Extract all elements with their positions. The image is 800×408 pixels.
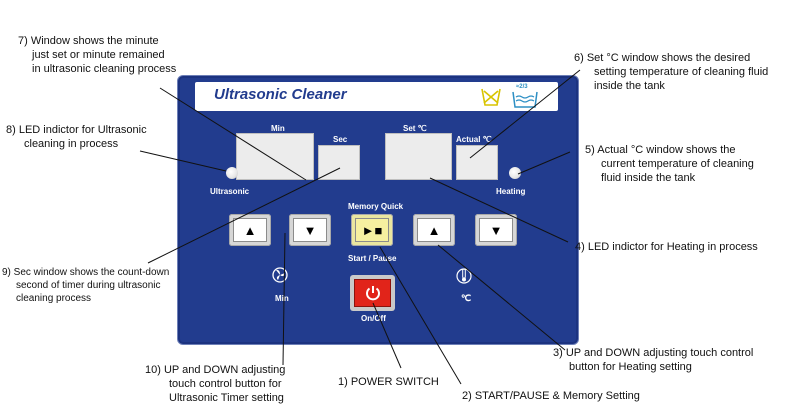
min-icon-label: Min [275, 294, 289, 303]
minute-display [236, 133, 314, 180]
actual-temp-label: Actual ℃ [456, 135, 492, 144]
heating-led [509, 167, 521, 179]
celsius-label: ℃ [461, 293, 472, 303]
second-display [318, 145, 360, 180]
title-bar [195, 82, 558, 111]
annotation-5: 5) Actual °C window shows the current te… [585, 144, 754, 184]
on-off-label: On/Off [361, 314, 386, 323]
annotation-7: 7) Window shows the minute just set or m… [18, 35, 177, 75]
annotation-10: 10) UP and DOWN adjusting touch control … [145, 364, 286, 404]
power-icon [365, 286, 380, 301]
annotation-6: 6) Set °C window shows the desired setti… [574, 52, 769, 92]
sec-label: Sec [333, 135, 348, 144]
up-arrow-icon: ▲ [427, 222, 441, 238]
annotation-3: 3) UP and DOWN adjusting touch control b… [553, 347, 754, 373]
play-pause-icon: ►■ [361, 222, 383, 238]
set-temp-display [385, 133, 452, 180]
cross-icon [481, 88, 501, 106]
annotation-1: 1) POWER SWITCH [338, 376, 439, 388]
annotation-9: 9) Sec window shows the count-down secon… [2, 267, 170, 304]
annotation-8: 8) LED indictor for Ultrasonic cleaning … [6, 124, 147, 150]
timer-down-button[interactable]: ▼ [289, 214, 331, 246]
start-pause-button[interactable]: ►■ [351, 214, 393, 246]
bath-fill-label: ≈2/3 [516, 84, 528, 90]
fan-icon [272, 267, 288, 283]
down-arrow-icon: ▼ [303, 222, 317, 238]
min-label: Min [271, 124, 285, 133]
ultrasonic-label: Ultrasonic [210, 187, 250, 196]
actual-temp-display [456, 145, 498, 180]
memory-quick-label: Memory Quick [348, 202, 404, 211]
power-button[interactable] [350, 275, 395, 311]
annotation-2: 2) START/PAUSE & Memory Setting [462, 390, 640, 402]
thermometer-icon [456, 268, 472, 284]
annotation-4: 4) LED indictor for Heating in process [575, 241, 758, 253]
heat-down-button[interactable]: ▼ [475, 214, 517, 246]
up-arrow-icon: ▲ [243, 222, 257, 238]
start-pause-label: Start / Pause [348, 254, 397, 263]
set-temp-label: Set ℃ [403, 124, 427, 133]
heat-up-button[interactable]: ▲ [413, 214, 455, 246]
heating-label: Heating [496, 187, 526, 196]
panel-title: Ultrasonic Cleaner [214, 86, 347, 103]
down-arrow-icon: ▼ [489, 222, 503, 238]
ultrasonic-led [226, 167, 238, 179]
water-bath-icon [512, 91, 538, 108]
